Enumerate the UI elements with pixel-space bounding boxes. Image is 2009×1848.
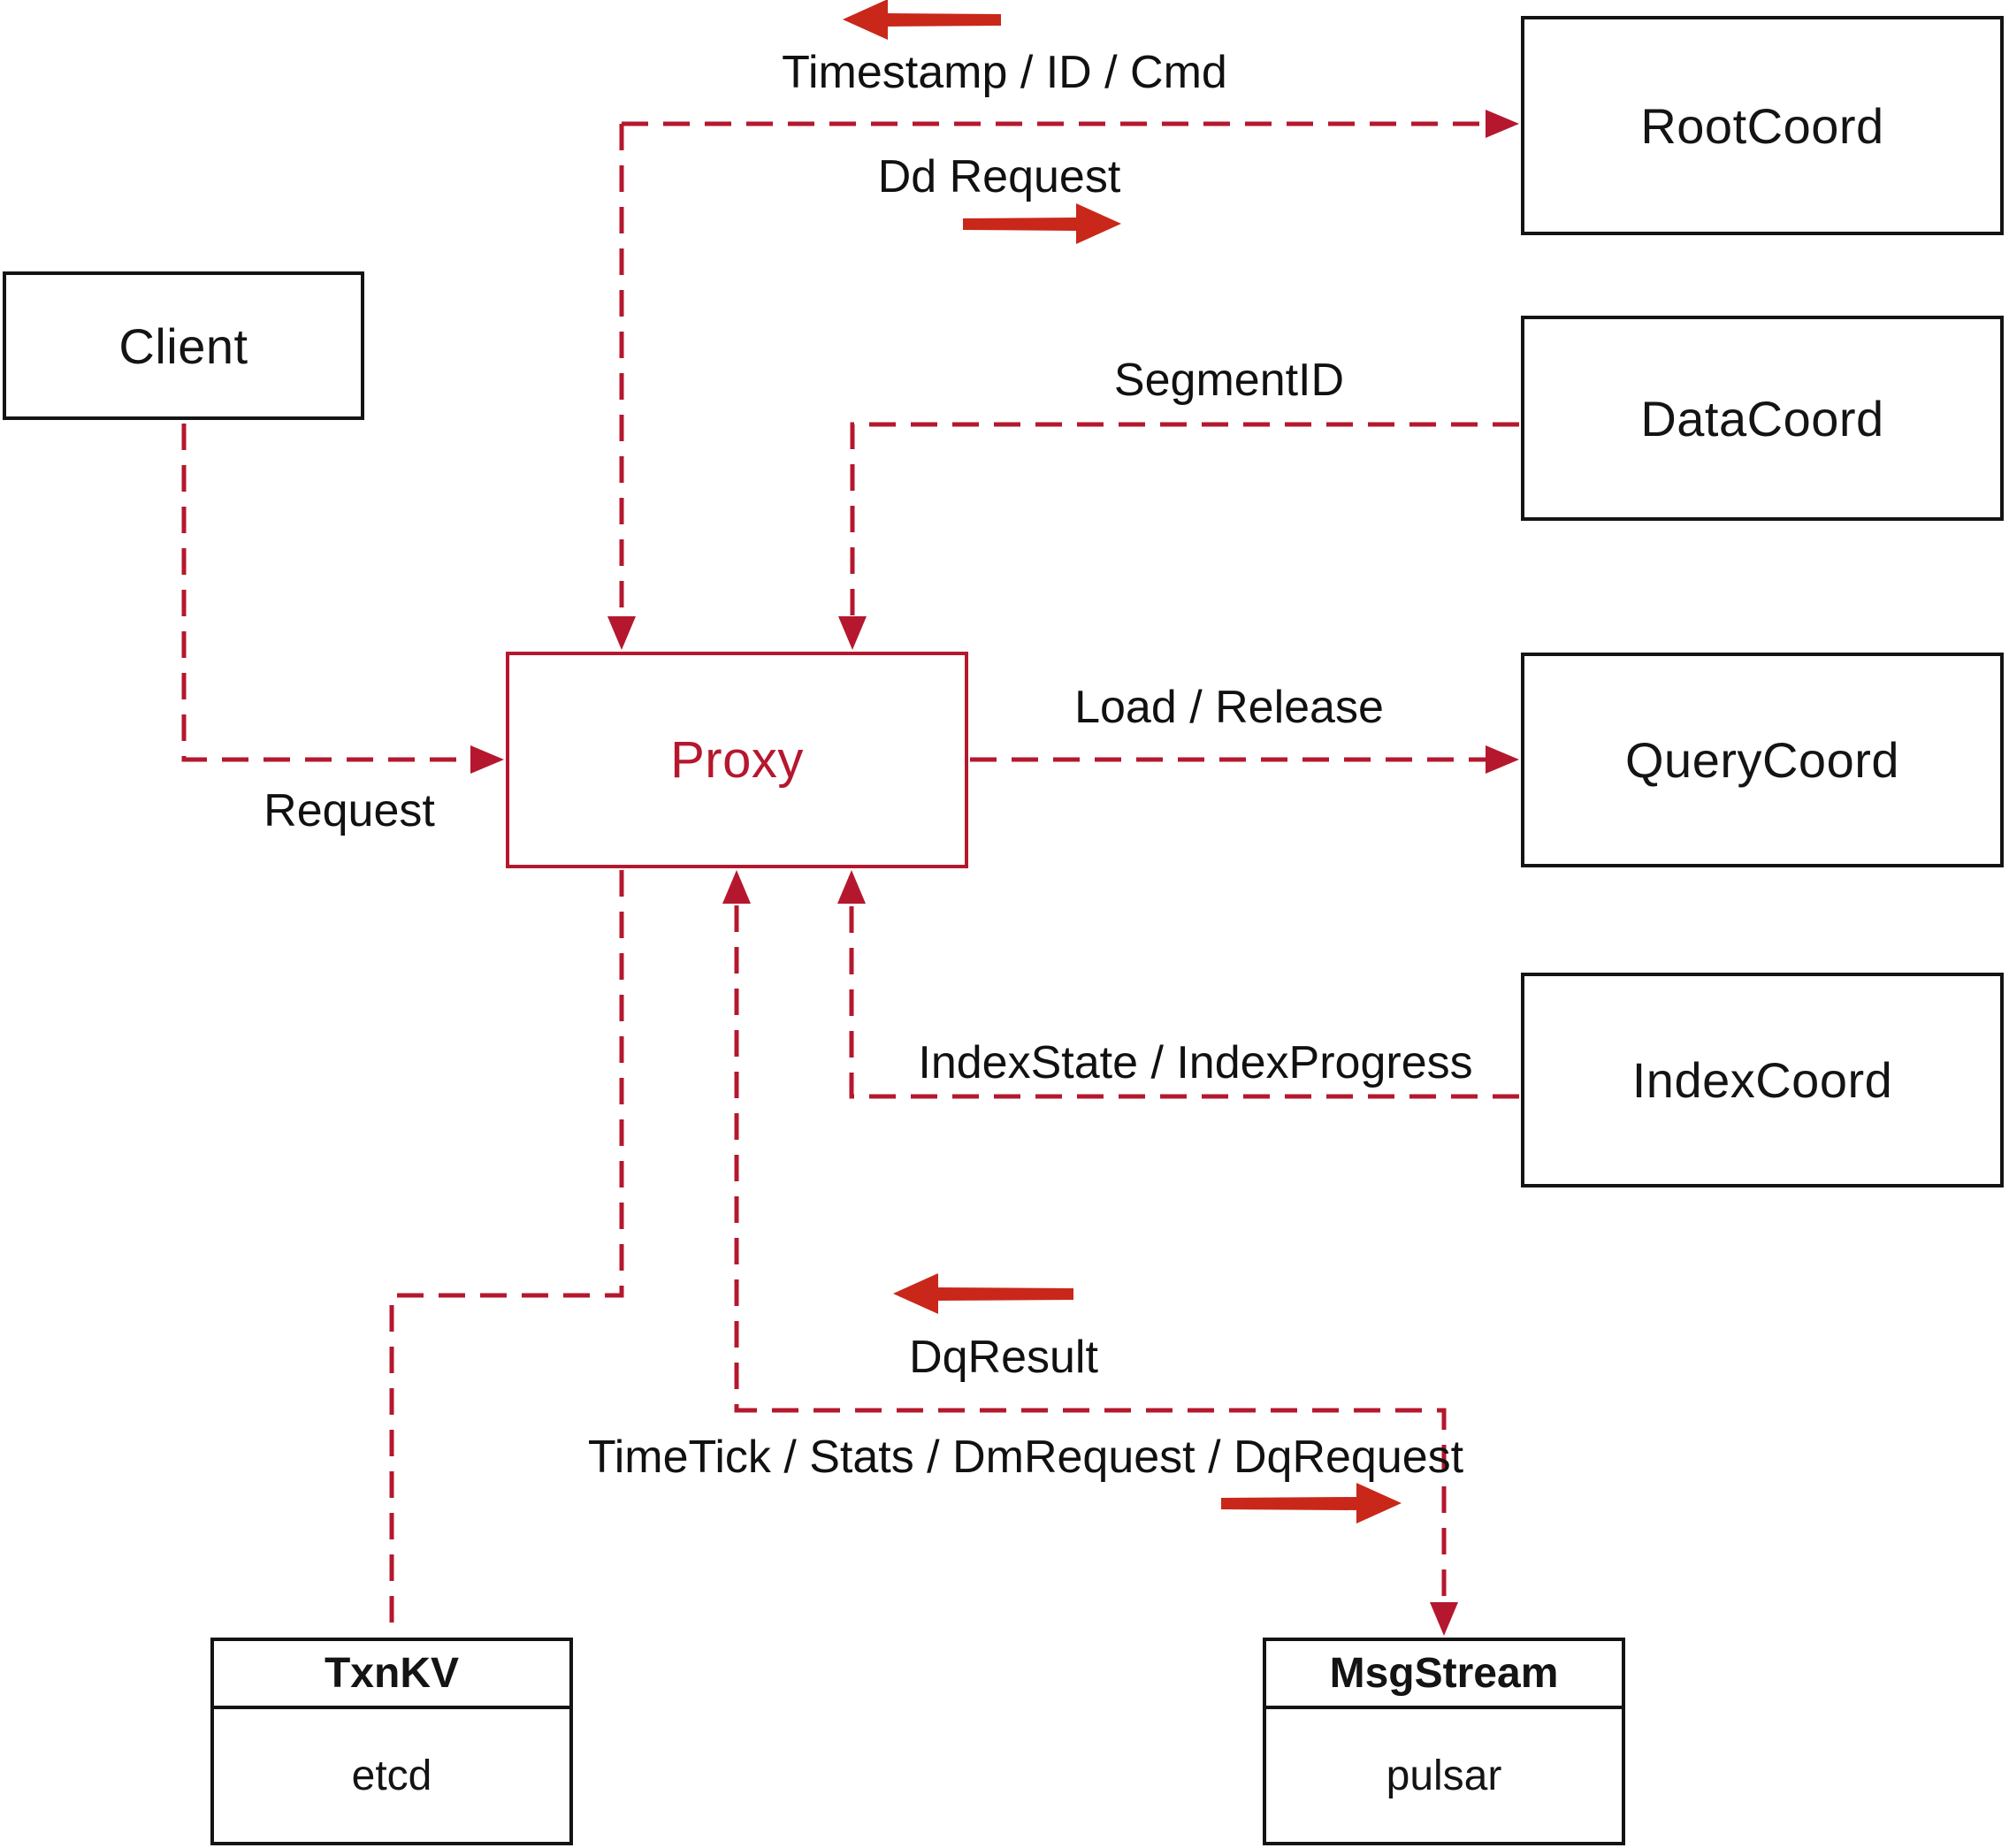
node-proxy-label: Proxy: [670, 731, 804, 789]
node-datacoord-label: DataCoord: [1640, 390, 1884, 447]
edge-label-time-tick-bundle: TimeTick / Stats / DmRequest / DqRequest: [587, 1432, 1464, 1483]
arrowhead-into-querycoord: [1486, 745, 1519, 774]
node-msgstream-subtitle: pulsar: [1386, 1752, 1502, 1799]
edge-proxy-txnkv: [389, 870, 624, 1636]
edge-label-request: Request: [264, 785, 435, 836]
arrowhead-into-proxy-top-1: [607, 616, 636, 650]
node-rootcoord-label: RootCoord: [1640, 97, 1884, 154]
node-txnkv-subtitle: etcd: [351, 1752, 432, 1799]
node-client-label: Client: [118, 317, 248, 374]
arrowhead-into-rootcoord: [1486, 110, 1519, 138]
edge-label-timestamp-id-cmd: Timestamp / ID / Cmd: [782, 47, 1227, 98]
edge-label-index-state-progress: IndexState / IndexProgress: [918, 1037, 1473, 1088]
edge-label-segment-id: SegmentID: [1113, 355, 1345, 406]
bold-arrow-right-time-tick-icon: [1221, 1483, 1402, 1523]
edge-proxy-msgstream: [734, 905, 1447, 1602]
node-indexcoord-label: IndexCoord: [1631, 1052, 1893, 1108]
node-datacoord: DataCoord: [1521, 316, 2004, 521]
bold-arrow-right-dd-request-icon: [963, 203, 1121, 244]
node-proxy: Proxy: [506, 652, 968, 868]
node-msgstream-title: MsgStream: [1266, 1641, 1622, 1709]
edge-datacoord-proxy: [850, 422, 1519, 615]
arrowhead-into-proxy-left: [470, 745, 504, 774]
node-msgstream: MsgStream pulsar: [1263, 1638, 1625, 1845]
bold-arrow-left-timestamp-icon: [843, 0, 1001, 40]
edge-indexcoord-proxy: [849, 905, 1519, 1099]
edge-label-dq-result: DqResult: [909, 1332, 1098, 1383]
edge-label-load-release: Load / Release: [1074, 682, 1384, 733]
arrowhead-into-proxy-bottom-1: [722, 870, 751, 904]
node-rootcoord: RootCoord: [1521, 16, 2004, 235]
node-querycoord: QueryCoord: [1521, 653, 2004, 867]
node-indexcoord: IndexCoord: [1521, 973, 2004, 1187]
node-querycoord-label: QueryCoord: [1624, 732, 1900, 788]
arrowhead-into-proxy-top-2: [838, 616, 867, 650]
node-client: Client: [3, 271, 364, 420]
edge-client-proxy: [181, 424, 470, 762]
bold-arrow-left-dq-result-icon: [893, 1273, 1073, 1314]
node-txnkv: TxnKV etcd: [210, 1638, 573, 1845]
edge-label-dd-request: Dd Request: [877, 151, 1121, 202]
arrowhead-into-msgstream: [1430, 1602, 1458, 1636]
arrowhead-into-proxy-bottom-2: [837, 870, 866, 904]
node-txnkv-title: TxnKV: [214, 1641, 569, 1709]
